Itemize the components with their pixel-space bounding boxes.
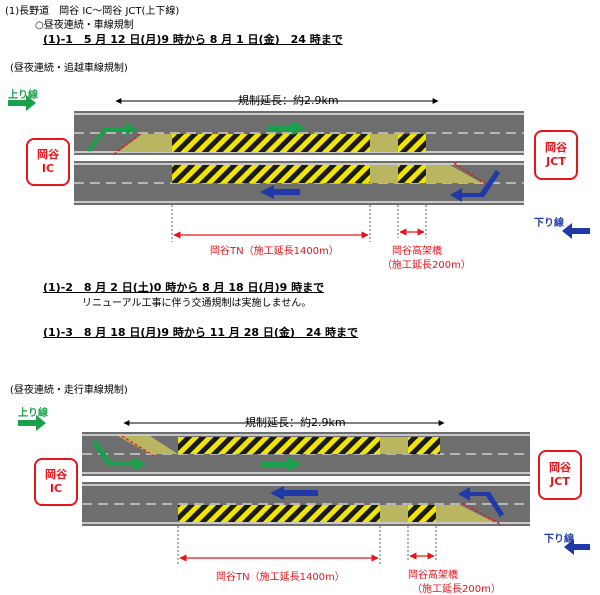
bridge-label-1b: （施工延長200m）	[382, 260, 471, 271]
jct-type: JCT	[550, 475, 570, 488]
ic-name: 岡谷	[37, 148, 59, 161]
okaya-ic-box-1: 岡谷 IC	[26, 138, 70, 186]
bridge-label-2b: （施工延長200m）	[412, 584, 501, 595]
jct-name: 岡谷	[545, 141, 567, 154]
up-direction-arrow-2	[18, 415, 46, 431]
section-label-2: (昼夜連続・走行車線規制)	[10, 385, 128, 396]
jct-type: JCT	[546, 155, 566, 168]
construction-extent-1	[171, 205, 427, 242]
down-line-label-2: 下り線	[544, 534, 574, 545]
ic-type: IC	[41, 162, 55, 175]
tunnel-label-1: 岡谷TN（施工延長1400m）	[210, 246, 339, 257]
construction-extent-2	[177, 526, 437, 564]
ic-name: 岡谷	[45, 468, 67, 481]
road-upper-2	[82, 432, 530, 476]
down-direction-arrow-1	[562, 223, 590, 239]
road-lower-1	[74, 161, 524, 205]
period-3: (1)-3 8 月 18 日(月)9 時から 11 月 28 日(金) 24 時…	[43, 326, 359, 339]
down-line-label-1: 下り線	[534, 218, 564, 229]
up-line-label-2: 上り線	[18, 408, 48, 419]
road-lower-2	[82, 482, 530, 526]
road-upper-1	[74, 111, 524, 155]
okaya-jct-box-2: 岡谷 JCT	[538, 450, 582, 500]
okaya-ic-box-2: 岡谷 IC	[34, 458, 78, 506]
okaya-jct-box-1: 岡谷 JCT	[534, 130, 578, 180]
jct-name: 岡谷	[549, 461, 571, 474]
page-title: (1)長野道 岡谷 IC～岡谷 JCT(上下線)	[5, 6, 180, 17]
period-2-note: リニューアル工事に伴う交通規制は実施しません。	[82, 298, 312, 309]
tunnel-label-2: 岡谷TN（施工延長1400m）	[216, 572, 345, 583]
bridge-label-1a: 岡谷高架橋	[392, 246, 442, 257]
section-label-1: (昼夜連続・追越車線規制)	[10, 63, 128, 74]
period-2: (1)-2 8 月 2 日(土)0 時から 8 月 18 日(月)9 時まで	[43, 281, 325, 294]
up-line-label-1: 上り線	[8, 90, 38, 101]
down-direction-arrow-2	[564, 539, 590, 555]
page-subtitle: ○昼夜連続・車線規制	[35, 20, 134, 31]
period-1: (1)-1 5 月 12 日(月)9 時から 8 月 1 日(金) 24 時まで	[43, 33, 343, 46]
ic-type: IC	[49, 482, 63, 495]
bridge-label-2a: 岡谷高架橋	[408, 570, 458, 581]
up-direction-arrow-1	[8, 95, 36, 111]
